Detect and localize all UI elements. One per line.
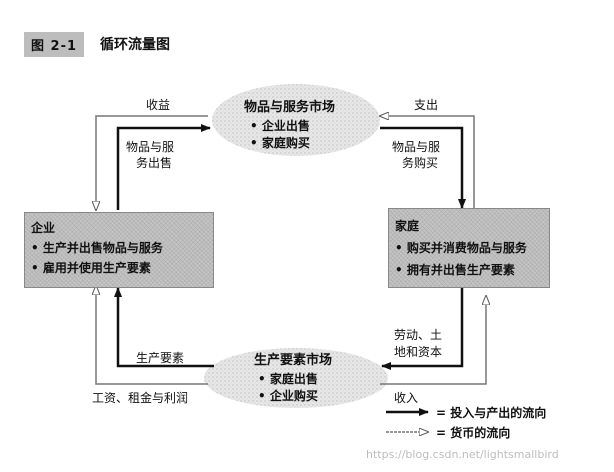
firms-item: • 生产并出售物品与服务: [31, 241, 163, 255]
income-flow: [380, 296, 486, 385]
households-item: • 拥有并出售生产要素: [395, 263, 515, 277]
firms-item: • 雇用并使用生产要素: [31, 261, 151, 275]
spending-label: 支出: [414, 98, 439, 112]
factor-market-item: • 企业购买: [258, 389, 318, 403]
revenue-flow: [96, 115, 208, 210]
watermark: https://blog.csdn.net/lightsmallbird: [366, 448, 559, 461]
product-market-item: • 家庭购买: [250, 136, 310, 150]
wages-flow: [96, 286, 208, 385]
goods-sold-label: 物品与服: [126, 140, 175, 154]
income-label: 收入: [394, 391, 419, 405]
firms-box: 企业 • 生产并出售物品与服务 • 雇用并使用生产要素: [24, 212, 214, 288]
spending-flow: [380, 116, 475, 210]
goods-sold-flow: [116, 124, 211, 210]
goods-bought-label: 物品与服: [392, 140, 441, 154]
households-box: 家庭 • 购买并消费物品与服务 • 拥有并出售生产要素: [388, 208, 550, 288]
goods-bought-label: 务购买: [402, 156, 439, 170]
households-title: 家庭: [395, 219, 420, 233]
product-market-item: • 企业出售: [250, 119, 310, 133]
factors-label: 生产要素: [136, 351, 185, 365]
product-market-title: 物品与服务市场: [244, 100, 336, 115]
figure-number: 图 2-1: [24, 32, 85, 57]
factor-market-title: 生产要素市场: [254, 353, 333, 368]
labor-label: 劳动、土: [394, 328, 443, 342]
legend-goods-label: = 投入与产出的流向: [436, 406, 547, 420]
revenue-label: 收益: [146, 98, 171, 112]
labor-flow: [381, 288, 464, 370]
labor-label: 地和资本: [394, 345, 443, 359]
factors-flow: [114, 287, 214, 368]
wages-label: 工资、租金与利润: [92, 391, 189, 405]
goods-sold-label: 务出售: [136, 156, 173, 170]
firms-title: 企业: [31, 221, 56, 235]
figure-title: 循环流量图: [100, 37, 170, 53]
product-market-cloud: [212, 84, 380, 156]
factor-market-item: • 家庭出售: [258, 372, 318, 386]
legend-money-label: = 货币的流向: [436, 426, 511, 440]
factor-market-cloud: [204, 348, 388, 408]
goods-bought-flow: [380, 126, 466, 209]
households-item: • 购买并消费物品与服务: [395, 241, 527, 255]
